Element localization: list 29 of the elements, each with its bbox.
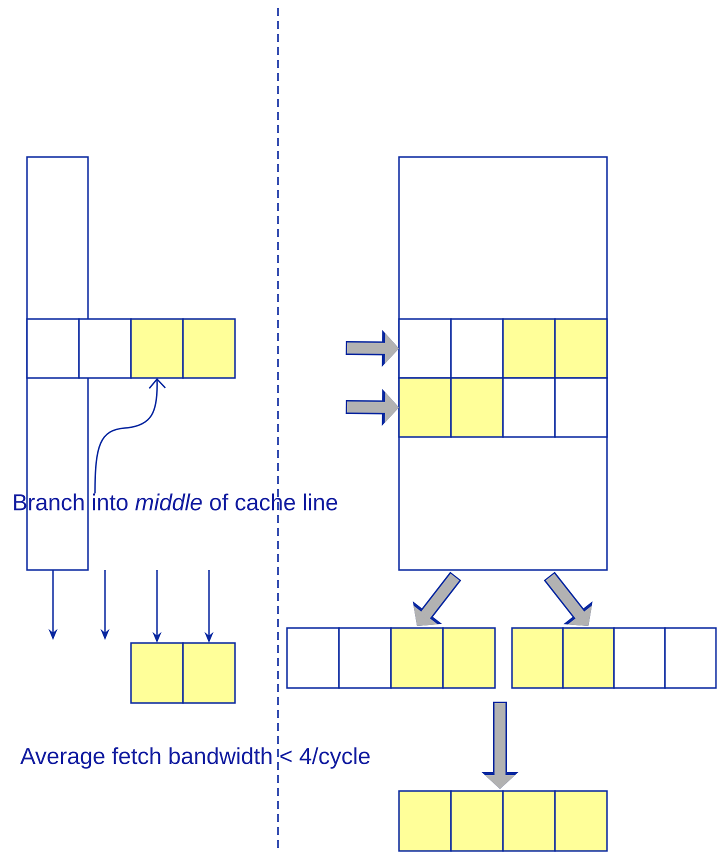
cache-cell	[554, 318, 608, 379]
cache-cell	[502, 318, 556, 379]
cache-cell	[338, 627, 392, 689]
cache-cell	[613, 627, 666, 689]
cache-cell	[554, 790, 608, 852]
cache-cell	[554, 377, 608, 438]
cache-cell	[286, 627, 340, 689]
cache-cell	[450, 377, 504, 438]
note-text: Average fetch bandwidth < 4/cycle	[20, 747, 370, 769]
cache-cell	[130, 642, 184, 704]
block-arrow	[544, 572, 593, 626]
cache-cell	[502, 377, 556, 438]
cache-cell	[450, 790, 504, 852]
cache-cell	[398, 377, 452, 438]
cache-cell	[511, 627, 564, 689]
cache-cell	[182, 642, 236, 704]
cache-cell	[26, 318, 80, 379]
cache-cell	[398, 790, 452, 852]
cache-cell	[450, 318, 504, 379]
cache-cell	[78, 318, 132, 379]
cache-cell	[130, 318, 184, 379]
cache-cell	[390, 627, 444, 689]
cache-cell	[562, 627, 615, 689]
cache-cell	[664, 627, 717, 689]
cache-cell	[442, 627, 496, 689]
cache-cell	[398, 318, 452, 379]
curved-arrow	[94, 378, 166, 494]
cache-cell	[182, 318, 236, 379]
cache-cell	[502, 790, 556, 852]
